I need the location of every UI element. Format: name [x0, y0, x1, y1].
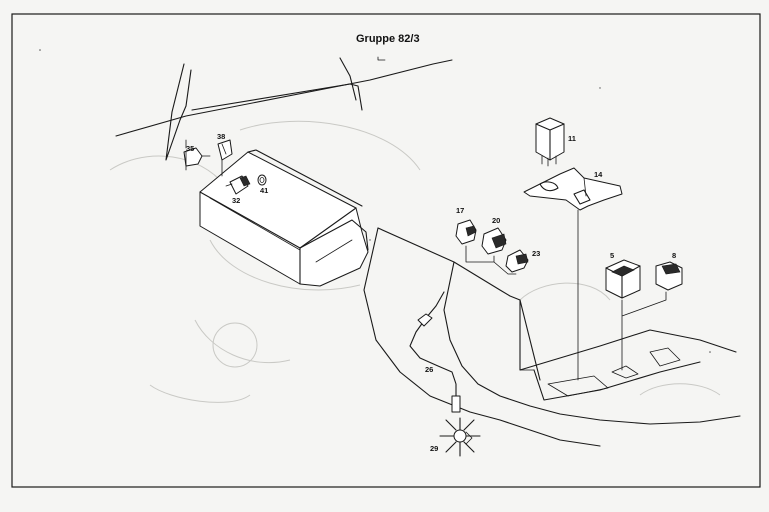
part-38-bracket: [217, 139, 233, 161]
part-11-relay: [535, 117, 565, 167]
background-ghost-lines: [109, 120, 721, 403]
title-tick: [377, 56, 386, 61]
label-part-11: 11: [568, 134, 576, 143]
label-part-41: 41: [260, 186, 268, 195]
leader-17-20-23: [465, 245, 517, 275]
door-outline: [115, 57, 453, 161]
label-part-17: 17: [456, 206, 464, 215]
part-26-cable: [409, 291, 461, 413]
part-20-switch: [481, 227, 507, 255]
diagram-frame: [11, 13, 761, 488]
scan-specks: [39, 49, 711, 353]
diagram-title: Gruppe 82/3: [356, 33, 420, 45]
part-14-bracket: [523, 167, 623, 211]
part-17-switch: [455, 219, 477, 245]
part-41-grommet: [257, 174, 267, 186]
part-29-fan: [439, 417, 481, 457]
part-23-switch: [505, 249, 529, 273]
label-part-35: 35: [186, 144, 194, 153]
label-part-38: 38: [217, 132, 225, 141]
label-part-8: 8: [672, 251, 676, 260]
label-part-26: 26: [425, 365, 433, 374]
leader-35-38: [185, 151, 223, 177]
label-part-14: 14: [594, 170, 603, 179]
label-part-20: 20: [492, 216, 500, 225]
center-console: [363, 227, 741, 447]
part-8-switch: [655, 261, 683, 291]
leader-5-8: [621, 291, 667, 371]
label-part-23: 23: [532, 249, 540, 258]
storage-box: [199, 149, 369, 287]
part-5-switch: [605, 259, 641, 299]
label-part-5: 5: [610, 251, 614, 260]
label-part-32: 32: [232, 196, 240, 205]
label-part-29: 29: [430, 444, 438, 453]
part-35-connector: [183, 139, 211, 167]
part-32-switch: [225, 175, 251, 195]
